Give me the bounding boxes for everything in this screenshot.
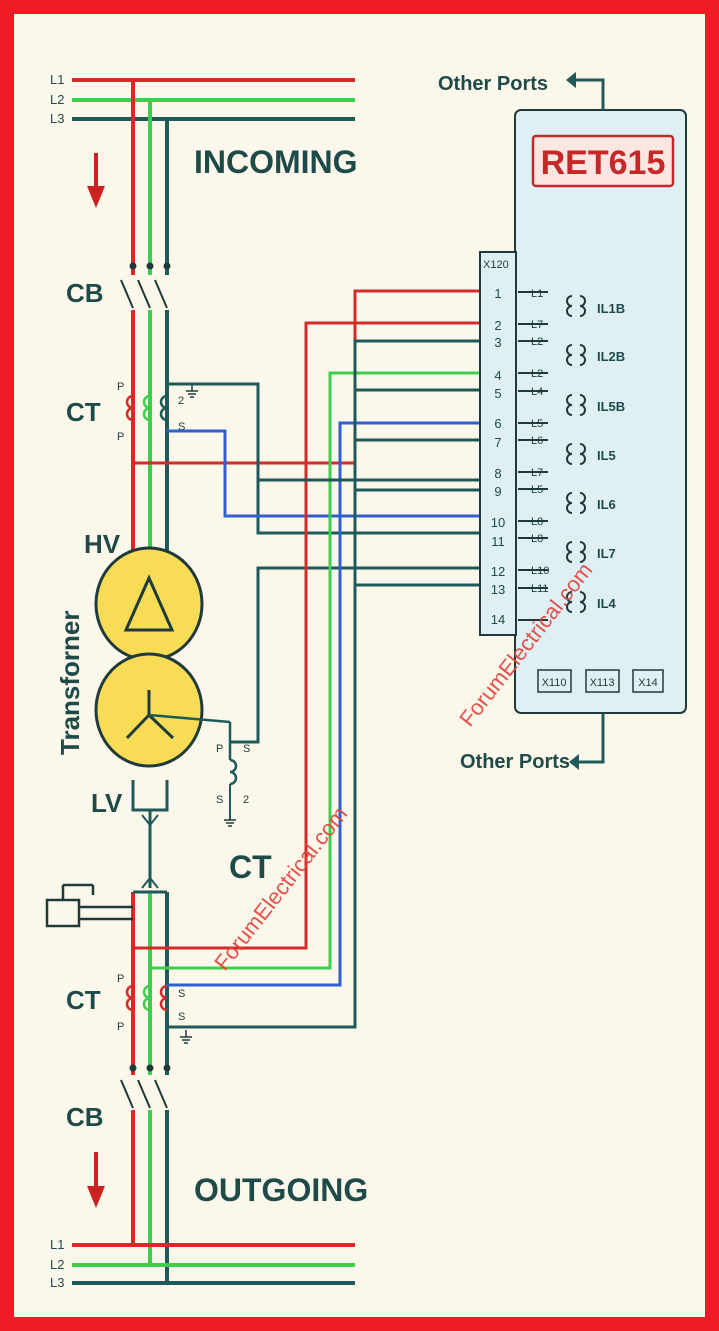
delta-icon [123,574,175,632]
input-il2b-name: IL2B [597,349,625,364]
ct-bottom-label: CT [66,985,101,1015]
port-x110: X110 [542,677,567,689]
port-x113-box [585,669,620,693]
outgoing-l3-label: L3 [50,1275,64,1290]
outgoing-l1-label: L1 [50,1237,64,1252]
input-il1b-name: IL1B [597,301,625,316]
port-x14: X14 [638,677,658,689]
hv-label: HV [84,529,121,559]
neutral-ct-two: 2 [243,794,249,806]
outgoing-bus: L1 L2 L3 [50,1237,355,1290]
incoming-label: INCOMING [194,144,358,180]
terminal-4: 4 [494,368,501,383]
cb-bottom-label: CB [66,1102,104,1132]
lv-label: LV [91,788,123,818]
incoming-bus: L1 L2 L3 [50,72,355,126]
terminal-6: 6 [494,416,501,431]
transformer-hv-winding [94,546,204,662]
other-ports-top: Other Ports [438,73,548,95]
terminal-11: 11 [491,534,505,549]
cb-bottom-breaker-icon [120,1064,171,1109]
ct-bottom-ground-icon [180,1030,192,1044]
terminal-1: 1 [494,286,501,301]
ct-top-coils-icon [125,394,168,422]
ct-top-s: S [178,421,185,433]
relay-model-badge [531,134,675,188]
terminal-2: 2 [494,318,501,333]
input-il6-name: IL6 [597,497,616,512]
ct-wiring [133,289,480,1029]
ct-bottom-p1: P [117,973,124,985]
neutral-ct-p: P [216,743,223,755]
terminal-12: 12 [491,564,505,579]
input-il7-name: IL7 [597,546,616,561]
incoming-l2-label: L2 [50,92,64,107]
terminal-13: 13 [491,582,505,597]
relay-ret615: RET615 X120 1 2 3 4 5 6 7 8 9 10 11 12 1… [479,109,687,714]
ct-bottom-coils-icon [125,984,168,1012]
terminal-5: 5 [494,386,501,401]
port-x14-box [632,669,664,693]
ct-bottom-s2: S [178,1011,185,1023]
terminal-7: 7 [494,435,501,450]
input-il4-name: IL4 [597,596,617,611]
transformer-label: Transforner [55,611,85,756]
input-coils-icon [518,291,586,621]
disconnector-icon [45,883,133,928]
outgoing-label: OUTGOING [194,1172,368,1208]
other-ports-top-arrow-icon [566,72,605,110]
neutral-ct-coil-icon [229,758,238,786]
other-ports-bottom-arrow-icon [569,713,605,770]
x120-label: X120 [483,259,509,271]
input-il5: L6 L7 IL5 [531,435,616,479]
ct-top-ground-icon [186,383,198,398]
neutral-ct-ground-icon [224,819,236,827]
input-il5b-name: IL5B [597,399,625,414]
terminal-10: 10 [491,515,505,530]
input-il1b-a: L1 [531,288,543,300]
outgoing-l2-label: L2 [50,1257,64,1272]
ct-bottom-p2: P [117,1021,124,1033]
terminal-14: 14 [491,612,505,627]
ct-top-label: CT [66,397,101,427]
incoming-l1-label: L1 [50,72,64,87]
port-x110-box [537,669,572,693]
port-x113: X113 [590,677,615,689]
x120-terminal-block [479,251,517,636]
other-ports-bottom: Other Ports [460,751,570,773]
terminal-8: 8 [494,466,501,481]
incoming-arrow-icon [87,153,105,208]
terminal-9: 9 [494,484,501,499]
outgoing-arrow-icon [87,1152,105,1208]
incoming-l3-label: L3 [50,111,64,126]
ct-bottom-s1: S [178,988,185,1000]
terminal-3: 3 [494,335,501,350]
cb-top-breaker-icon [120,262,171,309]
ct-neutral-label: CT [229,849,272,885]
neutral-ct-s2: S [216,794,223,806]
relay-model: RET615 [541,144,666,182]
wye-icon [125,690,175,740]
cb-top-label: CB [66,278,104,308]
ct-top-two: 2 [178,395,184,407]
input-il5-name: IL5 [597,448,616,463]
neutral-ct-s1: S [243,743,250,755]
ct-top-p1: P [117,381,124,393]
ct-top-p2: P [117,431,124,443]
